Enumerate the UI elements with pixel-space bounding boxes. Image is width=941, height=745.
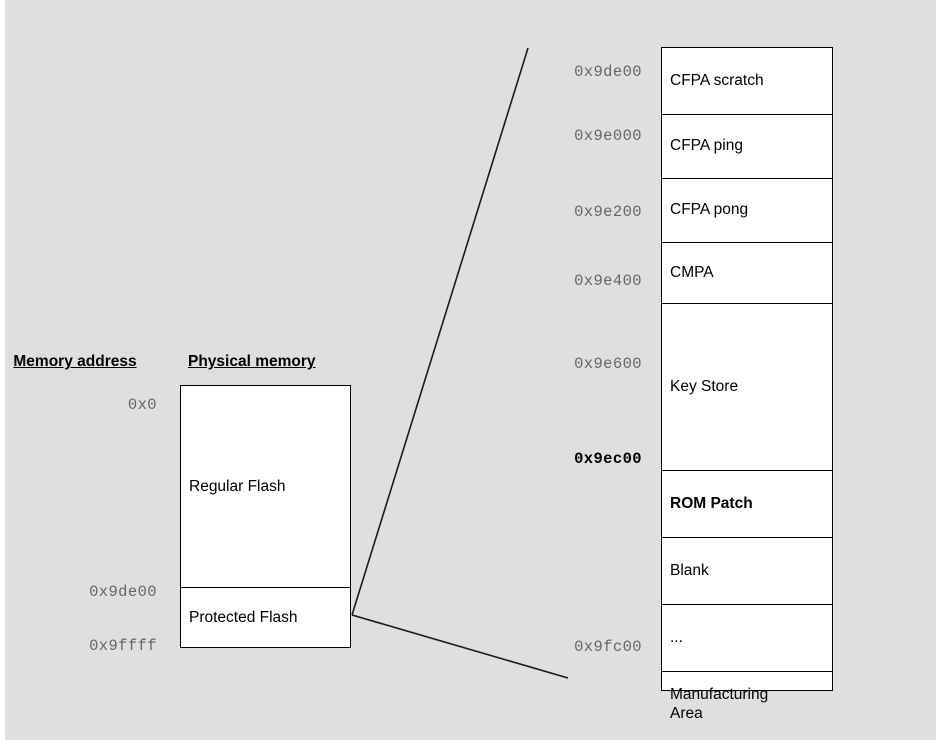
- physical-memory-address: 0x9de00: [89, 583, 157, 601]
- memory-region-row: ROM Patch: [662, 471, 832, 538]
- memory-segment-label: Protected Flash: [189, 608, 298, 626]
- memory-region-row: CMPA: [662, 243, 832, 304]
- memory-segment-protected-flash: Protected Flash: [181, 588, 350, 647]
- column-header-memory-address: Memory address: [13, 353, 137, 370]
- memory-segment-label: Regular Flash: [189, 477, 286, 495]
- memory-region-label: Blank: [670, 561, 709, 579]
- memory-region-row: CFPA scratch: [662, 48, 832, 115]
- memory-region-row: CFPA ping: [662, 115, 832, 179]
- memory-region-label: Key Store: [670, 377, 739, 395]
- memory-region-label: CFPA scratch: [670, 71, 764, 89]
- detail-address: 0x9e200: [574, 203, 642, 221]
- column-header-physical-memory: Physical memory: [188, 353, 316, 370]
- memory-region-label: CFPA ping: [670, 137, 743, 155]
- detail-address: 0x9e400: [574, 272, 642, 290]
- memory-region-label: Manufacturing Area: [670, 686, 769, 722]
- memory-segment-regular-flash: Regular Flash: [181, 386, 350, 588]
- memory-region-label: ROM Patch: [670, 494, 753, 512]
- memory-region-row: CFPA pong: [662, 179, 832, 243]
- detail-address: 0x9fc00: [574, 638, 642, 656]
- physical-memory-address: 0x9ffff: [89, 637, 157, 655]
- memory-region-label: CFPA pong: [670, 201, 749, 219]
- detail-address: 0x9de00: [574, 63, 642, 81]
- memory-region-row: Manufacturing Area: [662, 672, 832, 738]
- physical-memory-box: Regular Flash Protected Flash: [180, 385, 351, 648]
- memory-region-label: CMPA: [670, 263, 714, 281]
- memory-region-row: Blank: [662, 538, 832, 605]
- physical-memory-address: 0x0: [127, 396, 157, 414]
- memory-region-label: ...: [670, 628, 683, 646]
- detail-address: 0x9e600: [574, 355, 642, 373]
- detail-address: 0x9e000: [574, 127, 642, 145]
- memory-region-row: ...: [662, 605, 832, 672]
- memory-region-row: Key Store: [662, 304, 832, 471]
- detail-address: 0x9ec00: [574, 450, 642, 468]
